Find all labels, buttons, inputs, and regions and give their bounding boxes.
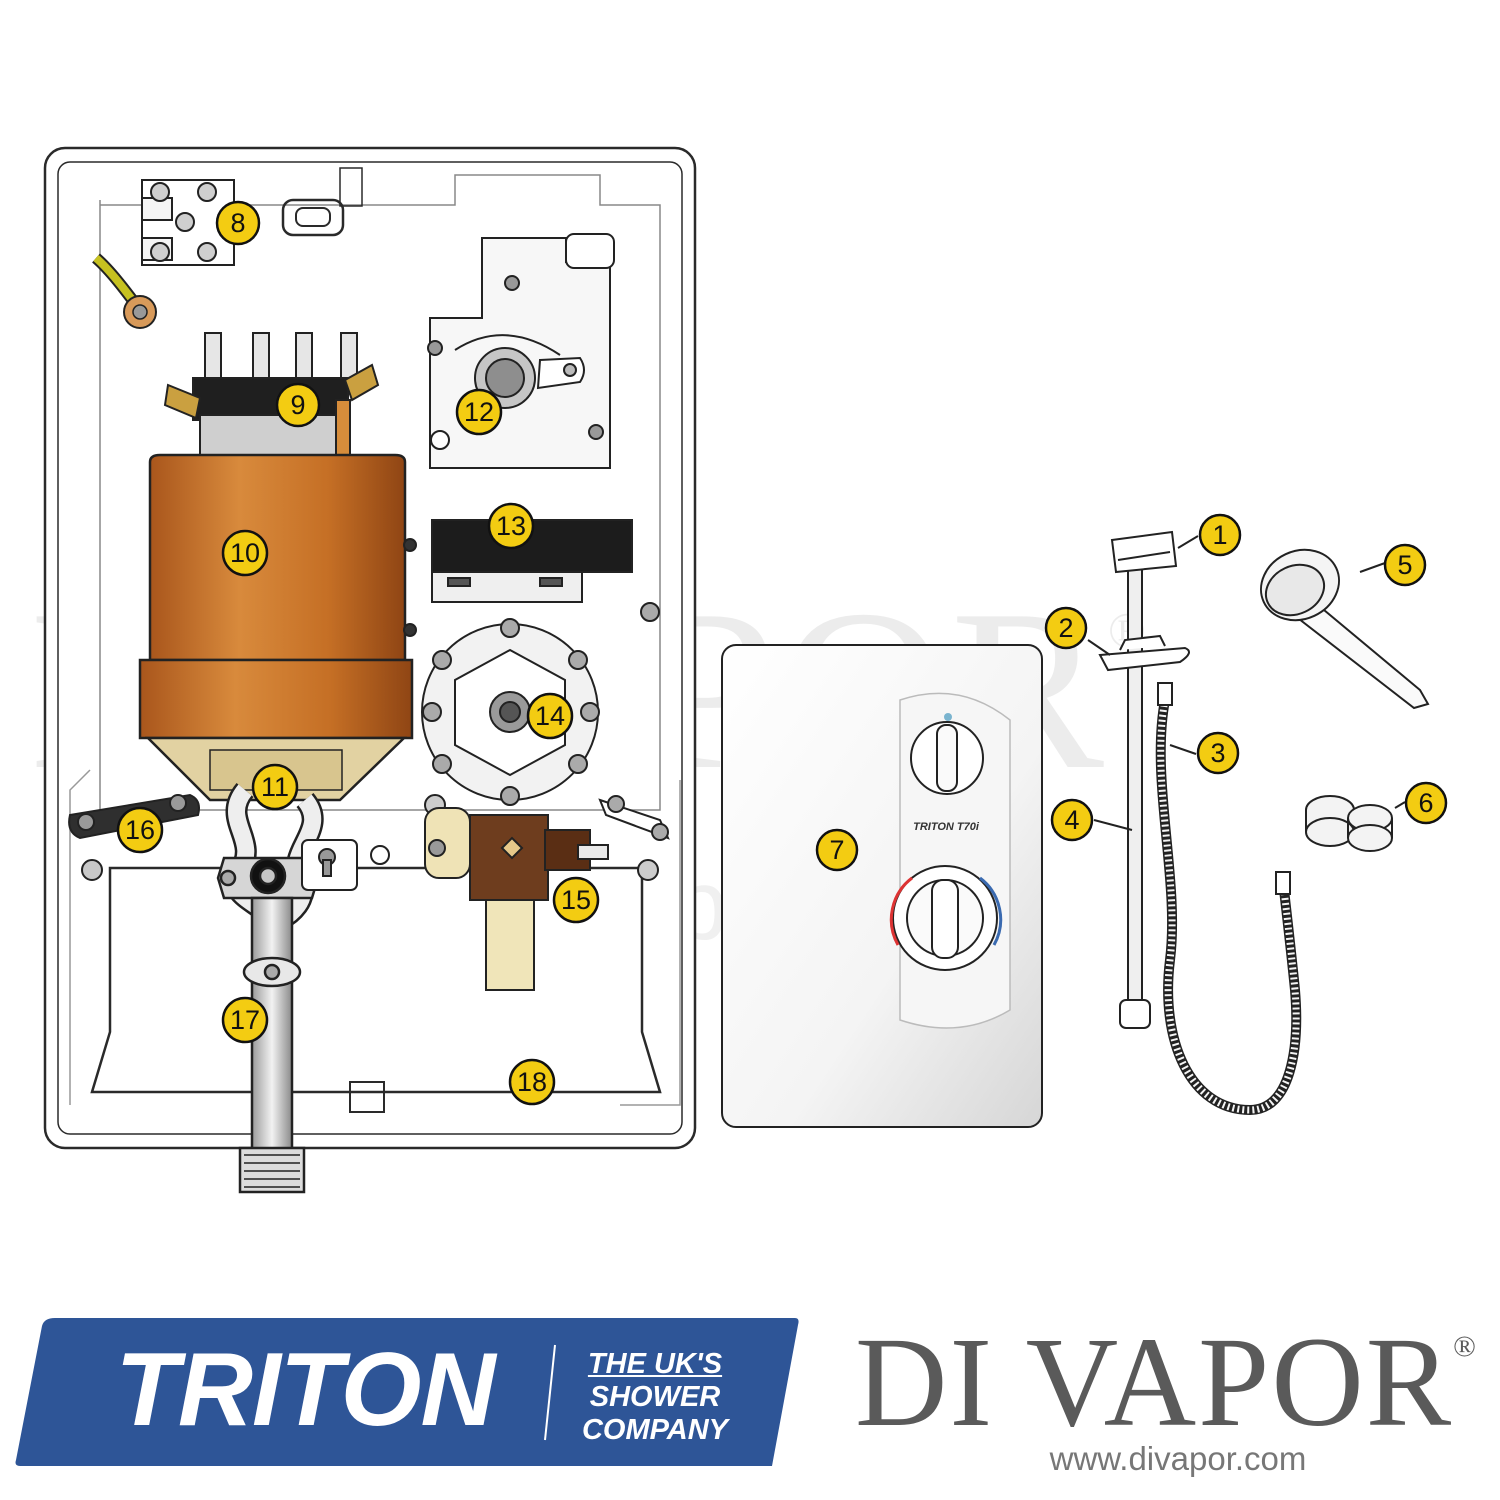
svg-text:9: 9 bbox=[290, 390, 305, 420]
marker-5: 5 bbox=[1383, 543, 1427, 587]
svg-text:1: 1 bbox=[1212, 520, 1227, 550]
marker-6: 6 bbox=[1404, 781, 1448, 825]
svg-text:15: 15 bbox=[561, 885, 591, 915]
svg-text:16: 16 bbox=[125, 815, 155, 845]
tagline-line-1: THE UK'S bbox=[587, 1348, 723, 1380]
divapor-logo: DI VAPOR® bbox=[855, 1318, 1478, 1446]
svg-text:13: 13 bbox=[496, 511, 526, 541]
svg-text:12: 12 bbox=[464, 397, 494, 427]
svg-text:17: 17 bbox=[230, 1005, 260, 1035]
svg-text:18: 18 bbox=[517, 1067, 547, 1097]
triton-banner bbox=[15, 1318, 799, 1466]
marker-3: 3 bbox=[1196, 731, 1240, 775]
shower-handset bbox=[1260, 548, 1430, 710]
svg-text:11: 11 bbox=[261, 772, 289, 802]
marker-17: 17 bbox=[221, 996, 269, 1044]
svg-text:6: 6 bbox=[1418, 788, 1433, 818]
svg-text:3: 3 bbox=[1210, 738, 1225, 768]
keyhole-bracket bbox=[301, 839, 358, 891]
marker-14: 14 bbox=[526, 692, 574, 740]
divapor-logo-text: DI VAPOR bbox=[855, 1311, 1454, 1453]
solenoid-valve bbox=[370, 795, 670, 991]
stabiliser-valve bbox=[421, 618, 600, 816]
riser-rail bbox=[1110, 530, 1178, 1029]
triton-logo: TRITON bbox=[115, 1332, 495, 1448]
earth-wire bbox=[91, 253, 157, 329]
svg-text:14: 14 bbox=[535, 701, 565, 731]
product-label: TRITON T70i bbox=[913, 821, 980, 833]
hose-clip bbox=[1305, 795, 1393, 852]
marker-12: 12 bbox=[455, 388, 503, 436]
marker-13: 13 bbox=[487, 502, 535, 550]
marker-10: 10 bbox=[221, 529, 269, 577]
tagline-line-2: SHOWER bbox=[589, 1381, 721, 1413]
svg-text:5: 5 bbox=[1397, 550, 1412, 580]
shower-cover-front: TRITON T70i bbox=[721, 644, 1043, 1128]
svg-text:10: 10 bbox=[230, 538, 260, 568]
marker-8: 8 bbox=[215, 200, 261, 246]
tagline-line-3: COMPANY bbox=[581, 1414, 729, 1446]
slide-holder bbox=[1098, 634, 1190, 672]
outlet-pipe bbox=[216, 782, 324, 1194]
divapor-url: www.divapor.com bbox=[1049, 1440, 1307, 1477]
leader-lines bbox=[1087, 535, 1406, 831]
triton-tagline: THE UK'S SHOWER COMPANY bbox=[575, 1348, 735, 1447]
marker-7: 7 bbox=[815, 828, 859, 872]
marker-9: 9 bbox=[275, 382, 321, 428]
svg-text:2: 2 bbox=[1058, 613, 1073, 643]
svg-text:4: 4 bbox=[1064, 805, 1079, 835]
svg-text:7: 7 bbox=[829, 835, 844, 865]
marker-18: 18 bbox=[508, 1058, 556, 1106]
callout-markers: 1 2 3 4 5 6 7 8 9 10 11 12 13 14 15 16 1… bbox=[116, 200, 1448, 1106]
shower-hose bbox=[1155, 682, 1302, 1116]
triton-divider bbox=[544, 1344, 556, 1441]
on-off-switch bbox=[403, 519, 660, 637]
marker-11: 11 bbox=[251, 763, 299, 811]
heater-tank bbox=[138, 453, 414, 802]
marker-1: 1 bbox=[1198, 513, 1242, 557]
marker-15: 15 bbox=[552, 876, 600, 924]
marker-2: 2 bbox=[1044, 606, 1088, 650]
marker-4: 4 bbox=[1050, 798, 1094, 842]
registered-mark: ® bbox=[1453, 1330, 1478, 1363]
svg-text:8: 8 bbox=[230, 208, 245, 238]
marker-16: 16 bbox=[116, 806, 164, 854]
